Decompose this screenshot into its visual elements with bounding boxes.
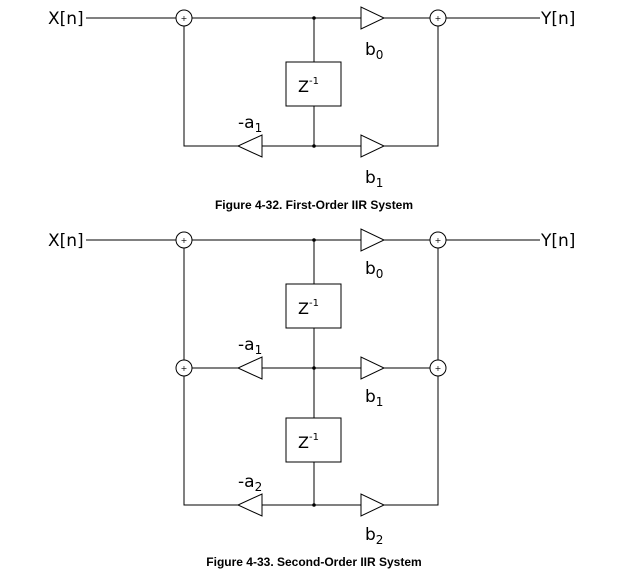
adder-sign: +	[435, 14, 442, 23]
gain-a1-triangle	[236, 356, 263, 380]
gain-a2-triangle	[236, 493, 263, 517]
gain-b0-triangle	[360, 228, 386, 252]
gain-b1-triangle	[360, 134, 386, 158]
gain-b2-triangle	[360, 493, 386, 517]
coef-a1-label: -a1	[238, 335, 262, 357]
figure-caption: Figure 4-33. Second-Order IIR System	[206, 555, 421, 569]
output-label: Y[n]	[540, 9, 575, 29]
coef-b1-label: b1	[365, 168, 383, 190]
feedback-return	[183, 26, 238, 147]
input-label: X[n]	[48, 231, 84, 251]
coef-a1-label: -a1	[238, 113, 262, 135]
input-adder: +	[175, 231, 193, 249]
delay-label: Z-1	[298, 432, 319, 452]
gain-b0-triangle	[360, 6, 386, 30]
adder-sign: +	[181, 14, 188, 23]
gain-a1-triangle	[236, 134, 263, 158]
delay-block: Z-1	[285, 61, 342, 107]
junction-dot	[312, 144, 316, 148]
delay-label: Z-1	[298, 298, 319, 318]
input-adder: +	[175, 9, 193, 27]
adder-sign: +	[435, 364, 442, 373]
figure-second-order: + + + + Z-1 Z-1	[48, 228, 575, 569]
coef-b0-label: b0	[365, 40, 383, 62]
figure-caption: Figure 4-32. First-Order IIR System	[215, 198, 413, 212]
coef-a2-label: -a2	[238, 472, 262, 494]
adder-sign: +	[435, 236, 442, 245]
delay-block-1: Z-1	[285, 283, 342, 329]
junction-dot	[312, 503, 316, 507]
bottom-wire-out	[384, 26, 439, 147]
coef-b2-label: b2	[365, 525, 383, 547]
forward-adder: +	[429, 359, 447, 377]
figure-first-order: + + Z-1 X[n] Y[n] b0 b1 -a1 Figure 4-32.…	[48, 6, 575, 212]
bottom-feedback-return	[183, 376, 238, 506]
junction-dot	[312, 366, 316, 370]
input-label: X[n]	[48, 9, 84, 29]
coef-b0-label: b0	[365, 259, 383, 281]
bottom-wire-out	[384, 376, 439, 506]
coef-b1-label: b1	[365, 387, 383, 409]
output-adder: +	[429, 231, 447, 249]
feedback-adder: +	[175, 359, 193, 377]
adder-sign: +	[181, 236, 188, 245]
output-adder: +	[429, 9, 447, 27]
adder-sign: +	[181, 364, 188, 373]
junction-dot	[312, 238, 316, 242]
junction-dot	[312, 16, 316, 20]
output-label: Y[n]	[540, 231, 575, 251]
delay-label: Z-1	[298, 76, 319, 96]
gain-b1-triangle	[360, 356, 386, 380]
delay-block-2: Z-1	[285, 417, 342, 463]
